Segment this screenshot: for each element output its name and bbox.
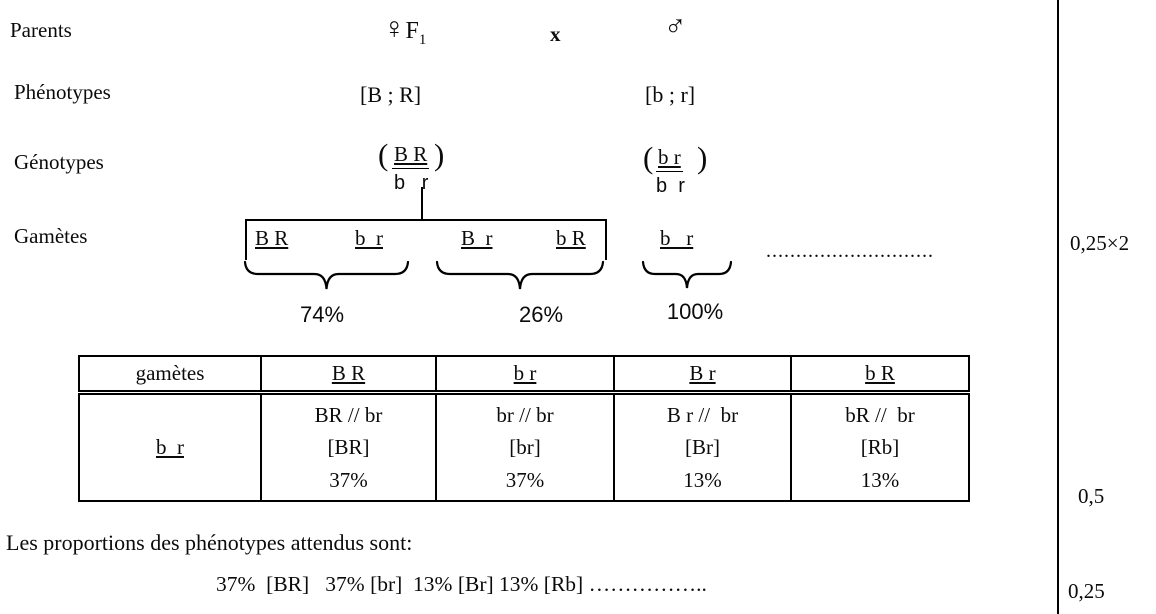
female-parent: ♀F1 [383,12,426,49]
gamete-Br: B r [461,226,493,250]
row-label-genotypes: Génotypes [14,150,104,174]
gamete-BR: B R [255,226,289,250]
genotype-male-numerator: b r [656,145,683,172]
row-label-phenotypes: Phénotypes [14,80,111,104]
cell-phenotype: [br] [509,435,541,460]
paren-open-male: ( [643,140,654,175]
genotype-female-denominator: b r [394,172,429,194]
pct-recombinant: 26% [518,302,564,327]
pct-parental: 74% [299,302,345,327]
underbrace-recombinant [435,260,605,290]
female-gametes-box [245,219,607,260]
table-header-bR: b R [790,355,970,395]
gamete-bR: b R [556,226,586,250]
table-header-Br: B r [613,355,792,395]
cell-percent: 37% [329,468,368,493]
underbrace-parental [243,260,410,290]
genotype-to-gametes-connector [421,187,423,221]
table-header-gametes: gamètes [78,355,262,395]
score-column-rule [1057,0,1059,614]
f1-label: F1 [405,18,427,48]
table-header-br: b r [435,355,615,395]
table-cell-bR: bR // br [Rb] 13% [790,391,970,502]
cell-genotype: B r // br [666,402,739,427]
row-label-parents: Parents [10,18,72,42]
underbrace-male [641,260,733,289]
phenotype-male: [b ; r] [645,82,696,107]
cell-genotype: bR // br [845,402,915,427]
conclusion-line1: Les proportions des phénotypes attendus … [6,530,413,555]
phenotype-female: [B ; R] [360,82,422,107]
paren-close-female: ) [434,137,445,172]
cross-symbol: x [550,22,561,46]
score-mark-gametes: 0,25×2 [1070,231,1130,255]
table-cell-br: br // br [br] 37% [435,391,615,502]
conclusion-line2: 37% [BR] 37% [br] 13% [Br] 13% [Rb] …………… [216,572,707,596]
paren-close-male: ) [697,140,708,175]
cell-percent: 13% [860,468,900,493]
table-header-BR: B R [260,355,437,395]
male-symbol: ♂ [664,10,687,43]
gamete-br: b r [355,226,383,250]
cross-table-body-row: b r BR // br [BR] 37% br // br [br] 37% … [78,391,970,502]
cross-table-header-row: gamètes B R b r B r b R [78,355,970,395]
cell-phenotype: [Rb] [860,435,900,460]
table-cell-BR: BR // br [BR] 37% [260,391,437,502]
genotype-male-denominator: b r [656,175,685,197]
cell-percent: 37% [505,468,545,493]
table-cell-Br: B r // br [Br] 13% [613,391,792,502]
cell-percent: 13% [683,468,722,493]
paren-open-female: ( [378,137,389,172]
score-mark-table: 0,5 [1078,484,1105,508]
cell-genotype: br // br [496,402,554,427]
cell-phenotype: [Br] [685,435,720,460]
dotted-leader: ............................ [766,240,934,262]
genotype-female-numerator: B R [392,142,430,169]
cross-table: gamètes B R b r B r b R b r BR // br [BR… [78,355,970,502]
score-mark-proportions: 0,25 [1068,579,1105,603]
pct-male: 100% [666,299,724,324]
cell-phenotype: [BR] [327,435,370,460]
female-symbol: ♀ [383,12,406,45]
row-label-gametes: Gamètes [14,224,88,248]
table-row-label: b r [78,391,262,502]
gamete-male: b r [660,226,694,250]
cell-genotype: BR // br [314,402,383,427]
